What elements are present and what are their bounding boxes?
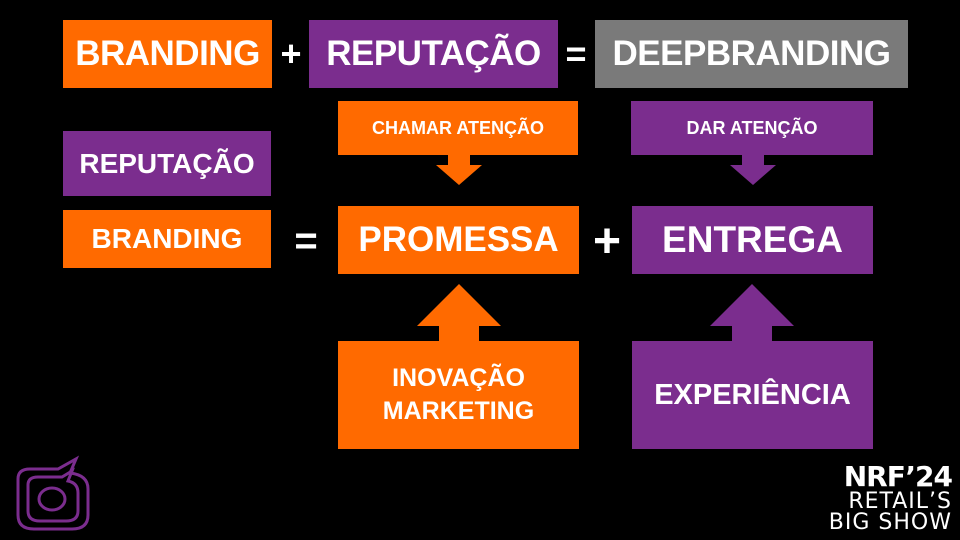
down-arrow-icon (730, 155, 776, 185)
up-arrow-icon (710, 284, 794, 342)
nrf-logo-title: NRF’24 (843, 460, 953, 494)
nrf-logo-line2: RETAIL’S (848, 488, 952, 514)
experiencia-box: EXPERIÊNCIA (632, 341, 873, 449)
nrf-logo-line3: BIG SHOW (828, 510, 952, 536)
header-equals-sign: = (565, 33, 587, 74)
speech-bubble-logo-icon (16, 455, 90, 531)
inovacao-marketing-box: INOVAÇÃO MARKETING (338, 341, 579, 449)
nrf-logo: NRF’24 RETAIL’S BIG SHOW (828, 460, 953, 536)
branding-label: BRANDING (63, 210, 271, 268)
down-arrow-icon (436, 155, 482, 185)
up-arrow-icon (417, 284, 501, 342)
inovacao-text: INOVAÇÃO (392, 364, 525, 392)
header-deepbranding: DEEPBRANDING (595, 20, 908, 88)
promessa-box: PROMESSA (338, 206, 579, 274)
reputacao-label: REPUTAÇÃO (63, 131, 271, 196)
header-branding: BRANDING (63, 20, 272, 88)
dar-atencao-box: DAR ATENÇÃO (631, 101, 873, 155)
header-reputacao: REPUTAÇÃO (309, 20, 558, 88)
plus-sign: + (592, 214, 622, 268)
equals-sign: = (294, 218, 318, 263)
chamar-atencao-box: CHAMAR ATENÇÃO (338, 101, 578, 155)
marketing-text: MARKETING (382, 397, 535, 425)
entrega-box: ENTREGA (632, 206, 873, 274)
header-plus-sign: + (280, 33, 302, 74)
